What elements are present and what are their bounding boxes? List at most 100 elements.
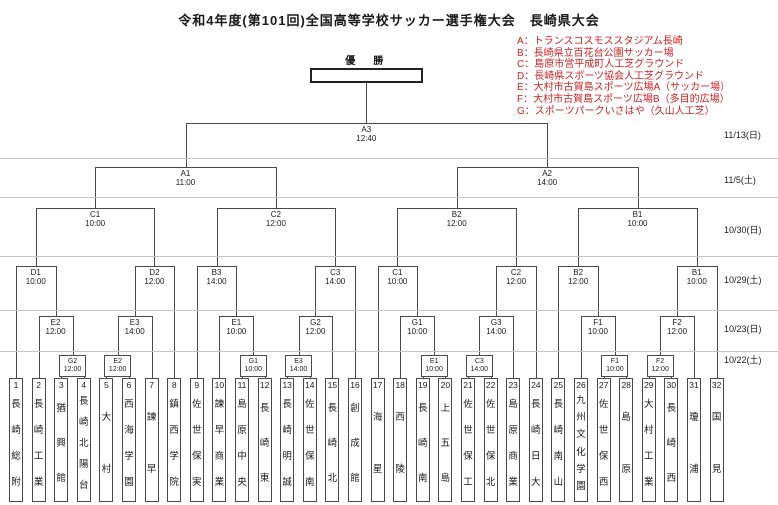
team-name-char: 商: [508, 451, 518, 462]
bracket-line: [219, 316, 221, 378]
team-name-char: 院: [169, 477, 179, 488]
bracket-line: [417, 266, 419, 316]
match-time: 14:00: [325, 277, 346, 286]
team-name-char: 国: [711, 412, 722, 423]
bracket-line: [581, 316, 582, 378]
match-time: 14:00: [470, 366, 489, 373]
round-separator: [0, 310, 778, 311]
team-name: 佐世保西: [599, 392, 609, 501]
match-time: 10:00: [387, 277, 408, 286]
team-name-char: 浦: [689, 464, 699, 475]
team-name-char: 世: [463, 425, 473, 436]
team-name-char: 原: [621, 464, 631, 475]
team-name-char: 原: [237, 425, 247, 436]
team-name-char: 学: [576, 463, 586, 475]
bracket-line: [516, 208, 518, 266]
team-name-char: 業: [214, 477, 225, 488]
team-name: 長崎北陽台: [79, 392, 89, 501]
match-code: E3: [129, 318, 140, 327]
team-name-char: 創: [350, 403, 360, 415]
match-code: D2: [149, 268, 160, 277]
team-name-char: 誠: [282, 477, 292, 488]
match-code: F2: [672, 318, 682, 327]
team-name-char: 猶: [56, 403, 66, 415]
match-code: E2: [50, 318, 61, 327]
match-time: 12:00: [45, 327, 66, 336]
bracket-line: [578, 208, 580, 266]
bracket-line: [38, 316, 40, 378]
team-name-char: 大: [531, 477, 541, 488]
team-name-char: 州: [576, 411, 586, 423]
team-name-char: 南: [305, 477, 315, 488]
team-name-char: 崎: [531, 425, 541, 436]
bracket-line: [38, 316, 74, 317]
bracket-line: [129, 377, 130, 378]
team-name-char: 保: [192, 451, 202, 462]
match-code: A1: [180, 169, 191, 178]
match-code: G2: [310, 318, 321, 327]
team-name-char: 崎: [666, 437, 677, 449]
bracket-line: [309, 377, 311, 378]
team-name-char: 崎: [33, 425, 44, 436]
team-name-char: 学: [124, 451, 134, 462]
bracket-line: [83, 377, 85, 378]
match-code: G1: [411, 318, 423, 327]
team-name: 長崎南: [418, 392, 428, 501]
team-name-char: 附: [11, 477, 21, 488]
team-number: 29: [644, 380, 654, 390]
team-name-char: 大: [101, 412, 112, 423]
round-separator: [0, 351, 778, 352]
match-code: A3: [361, 125, 372, 134]
bracket-line: [496, 266, 537, 267]
team-name-char: 長: [553, 399, 564, 410]
match-code: F1: [593, 318, 603, 327]
bracket-line: [400, 316, 436, 317]
match-code: C1: [392, 268, 403, 277]
team-name-char: 長: [79, 396, 89, 408]
bracket-line: [16, 266, 17, 378]
match-time: 12:00: [63, 366, 82, 373]
team-name-char: 日: [531, 451, 541, 462]
team-name-char: 佐: [192, 399, 202, 410]
bracket-line: [490, 377, 492, 378]
bracket-line: [16, 266, 57, 267]
bracket-line: [648, 377, 650, 378]
team-name-char: 崎: [259, 437, 270, 449]
bracket-line: [626, 377, 628, 378]
match-time: 10:00: [587, 327, 608, 336]
bracket-line: [315, 266, 317, 316]
team-name-char: 長: [282, 399, 292, 410]
team-name-char: 館: [350, 472, 360, 484]
match-time: 14:00: [124, 327, 145, 336]
bracket-line: [332, 316, 334, 378]
team-name-char: 商: [214, 451, 225, 462]
team-number: 8: [171, 380, 177, 390]
team-name: 島原商業: [508, 392, 518, 501]
team-name-char: 南: [553, 451, 564, 462]
team-number: 16: [350, 380, 360, 390]
bracket-line: [660, 316, 695, 317]
bracket-line: [117, 316, 119, 355]
team-name-char: 佐: [485, 399, 496, 410]
bracket-line: [716, 266, 718, 378]
team-name-char: 諫: [214, 399, 225, 410]
bracket-line: [366, 83, 368, 123]
team-name-char: 島: [440, 472, 451, 484]
match-time: 10:00: [407, 327, 428, 336]
